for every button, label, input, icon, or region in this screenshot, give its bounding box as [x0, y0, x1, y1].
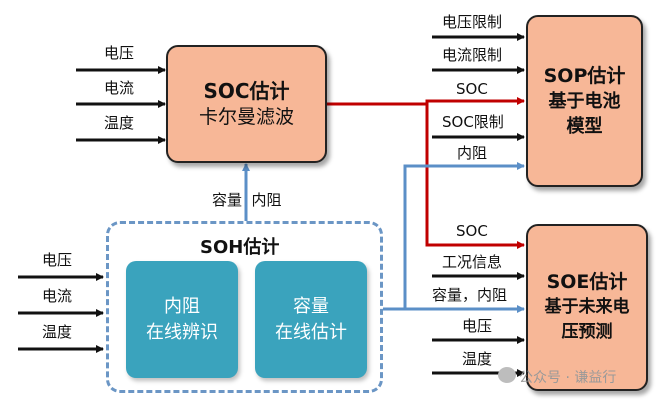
soh-estimation-group [106, 221, 383, 393]
sop-box-title: SOP估计 [543, 64, 626, 87]
sop-box-line3: 模型 [566, 115, 603, 137]
wechat-icon [498, 367, 516, 383]
soc-input-label: 电流 [104, 79, 135, 97]
soh-capacity-block: 容量 在线估计 [255, 261, 367, 378]
soe-input-label: 温度 [462, 350, 493, 368]
sop-input-label: SOC [456, 80, 488, 98]
soh-feedback-label: 容量 内阻 [212, 191, 282, 209]
soc-to-sop-arrow [327, 97, 525, 106]
soe-box-line3: 压预测 [561, 322, 613, 342]
soh-internal-resistance-block: 内阻 在线辨识 [126, 261, 238, 378]
soc-box-title: SOC估计 [203, 79, 290, 103]
soe-input-label: SOC [456, 222, 488, 240]
sop-box-line2: 基于电池 [548, 90, 621, 112]
soh-block-line1: 内阻 [164, 295, 200, 317]
soe-estimation-box: SOE估计 基于未来电 压预测 [526, 224, 648, 391]
soh-input-label: 温度 [42, 323, 73, 341]
soh-block-line2: 在线辨识 [146, 321, 218, 343]
sop-input-label: SOC限制 [442, 113, 504, 131]
sop-input-label: 电流限制 [442, 46, 503, 64]
watermark: 公众号 · 谦益行 [519, 370, 617, 386]
soh-input-label: 电流 [42, 287, 73, 305]
soh-group-title: SOH估计 [200, 237, 280, 258]
soc-input-label: 温度 [104, 114, 135, 132]
soe-input-label: 工况信息 [442, 253, 503, 271]
soc-estimation-box: SOC估计 卡尔曼滤波 [166, 45, 327, 163]
soc-to-soe-arrow [425, 104, 525, 249]
soe-box-title: SOE估计 [546, 271, 628, 293]
soc-box-subtitle: 卡尔曼滤波 [198, 106, 294, 128]
sop-input-label: 电压限制 [442, 13, 503, 31]
soh-input-label: 电压 [42, 251, 73, 269]
sop-estimation-box: SOP估计 基于电池 模型 [526, 15, 643, 187]
soh-to-sop-arrow [403, 162, 525, 309]
soe-input-label: 电压 [462, 317, 493, 335]
soe-box-line2: 基于未来电 [544, 297, 630, 317]
soh-block-line2: 在线估计 [275, 321, 347, 343]
soe-input-label: 容量，内阻 [432, 286, 508, 304]
sop-input-label: 内阻 [457, 144, 488, 162]
soh-block-line1: 容量 [293, 295, 329, 317]
soc-input-label: 电压 [104, 44, 135, 62]
